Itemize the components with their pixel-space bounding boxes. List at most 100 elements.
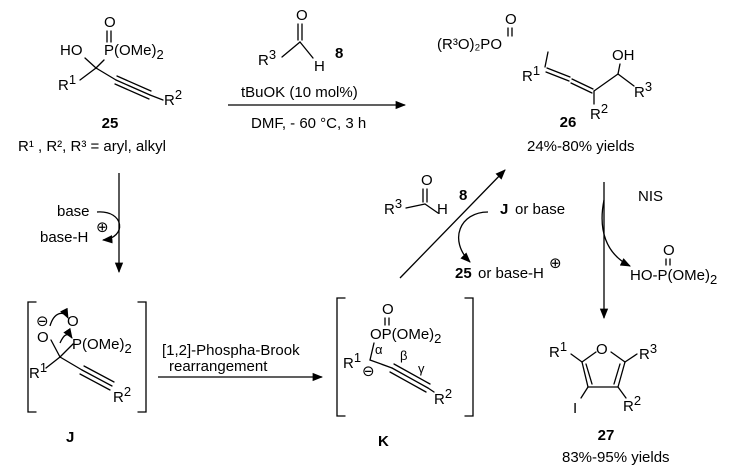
top-h-bond (299, 41, 314, 59)
left-curved-arrow (96, 211, 121, 244)
c25-ho-bond (84, 57, 97, 69)
c25-substituents: R¹ , R², R³ = aryl, alkyl (18, 138, 166, 155)
k-o-c-bond (369, 342, 375, 361)
j-o-c-bond (50, 339, 61, 358)
c26-r2-label: R2 (590, 101, 608, 123)
c27-ring-o-c2 (581, 351, 597, 363)
j-bracket-left (27, 301, 37, 413)
right-curved-arrow (601, 199, 631, 267)
k-alkyne-1 (391, 367, 429, 389)
c27-ring-o-c5 (610, 351, 626, 363)
c26-po-label: (R³O)₂PO (437, 36, 502, 53)
j-r2-label: R2 (113, 384, 131, 406)
top-catalyst: tBuOK (10 mol%) (241, 84, 358, 101)
j-alkyne-1 (81, 369, 113, 387)
c25-p-label: P(OMe)2 (104, 42, 164, 62)
c25-r1-label: R1 (58, 72, 76, 94)
top-reagent-number: 8 (335, 45, 343, 62)
diag-or-base: or base (515, 201, 565, 218)
diagonal-arrow-line (399, 169, 506, 279)
c25-r2-label: R2 (164, 87, 182, 109)
diag-r3-label: R3 (384, 196, 402, 218)
left-deprotonation-arrow: base base-H ⊕ (40, 173, 124, 274)
j-label: J (66, 429, 74, 446)
c26-choh-bond (593, 73, 619, 92)
j-c-p-bond (59, 343, 74, 358)
c26-allene-2 (571, 78, 594, 90)
top-r3-bond (281, 41, 301, 58)
c27-r2-bond (617, 386, 627, 399)
k-minus-charge: ⊖ (362, 363, 375, 380)
j-o-top: O (67, 313, 79, 330)
c27-r1-label: R1 (549, 339, 567, 361)
k-o-top: O (382, 301, 394, 318)
compound-25: O HO P(OMe)2 R1 R2 25 R¹ , R², R³ = aryl… (18, 14, 182, 155)
j-alkyne-3 (79, 373, 111, 391)
c27-r1-bond (570, 353, 583, 363)
k-alpha: α (375, 342, 383, 357)
c25-alkyne-start (95, 67, 117, 81)
diag-r3-bond (405, 203, 426, 209)
compound-27: O R1 R3 I R2 27 83%-95% yields (549, 339, 670, 466)
right-nis-label: NIS (638, 188, 663, 205)
c27-r2-label: R2 (623, 393, 641, 415)
j-curved-arrow-2 (59, 327, 73, 344)
top-reaction-arrow: O R3 H 8 tBuOK (10 mol%) DMF, - 60 °C, 3… (228, 7, 407, 132)
c26-allene-1b (545, 71, 570, 82)
k-alkyne-2 (393, 363, 431, 385)
c25-alkyne-3 (114, 83, 150, 100)
diag-o-label: O (421, 172, 433, 189)
c25-o-label: O (104, 14, 116, 31)
c25-p-bond (95, 59, 105, 69)
diag-j-label: J (500, 201, 508, 218)
c25-alkyne-2 (116, 75, 152, 92)
middle-rearrangement-arrow: [1,2]-Phospha-Brook rearrangement (158, 342, 324, 382)
c25-ho-label: HO (60, 42, 83, 59)
c27-yield: 83%-95% yields (562, 449, 670, 466)
top-conditions: DMF, - 60 °C, 3 h (251, 115, 366, 132)
c26-number: 26 (560, 114, 577, 131)
diag-curved-arrow (458, 211, 489, 263)
right-iodocyclization-arrow: NIS O HO-P(OMe)2 (599, 182, 717, 320)
intermediate-J: ⊖ O O P(OMe)2 R1 R2 J (27, 301, 147, 446)
diag-h-label: H (437, 201, 448, 218)
k-label: K (378, 433, 389, 450)
c26-oh-label: OH (612, 47, 635, 64)
c27-o-label: O (596, 341, 608, 358)
left-baseh-label: base-H (40, 229, 88, 246)
c25-r1-bond (79, 67, 97, 81)
k-beta: β (400, 348, 407, 363)
c27-ring-c4-c5 (617, 361, 626, 388)
k-gamma: γ (418, 361, 425, 376)
j-bracket-right (137, 301, 147, 413)
diag-regen-text: or base-H (478, 265, 544, 282)
c26-o-c-bond (544, 51, 549, 68)
top-h-label: H (314, 58, 325, 75)
c27-r3-bond (624, 353, 638, 363)
diag-regen-number: 25 (455, 265, 472, 282)
diag-plus-charge: ⊕ (549, 255, 562, 272)
top-r3-label: R3 (258, 47, 276, 69)
right-byproduct: HO-P(OMe)2 (630, 267, 717, 287)
j-o-label: O (37, 329, 49, 346)
left-plus-charge: ⊕ (96, 219, 109, 236)
middle-line1: [1,2]-Phospha-Brook (162, 342, 300, 359)
j-curved-arrow-1 (49, 307, 69, 327)
j-alkyne-start (59, 356, 83, 371)
diag-h-bond (424, 203, 439, 214)
c27-ring-c2-c3-db (585, 363, 593, 385)
k-bracket-right (464, 297, 474, 417)
c26-allene-1 (546, 67, 571, 78)
k-op-label: OP(OMe)2 (370, 326, 441, 346)
compound-26: O (R³O)₂PO R1 R2 OH R3 26 24%-80% yields (437, 11, 652, 155)
j-alkyne-2 (83, 365, 115, 383)
c27-ring-c2-c3 (581, 361, 589, 388)
right-byproduct-o: O (663, 242, 675, 259)
left-base-label: base (57, 203, 90, 220)
c25-alkyne-1 (115, 79, 151, 96)
middle-line2: rearrangement (169, 358, 268, 375)
c26-r3-label: R3 (634, 79, 652, 101)
j-p-label: P(OMe)2 (72, 336, 132, 356)
c26-r3-bond (617, 73, 635, 87)
